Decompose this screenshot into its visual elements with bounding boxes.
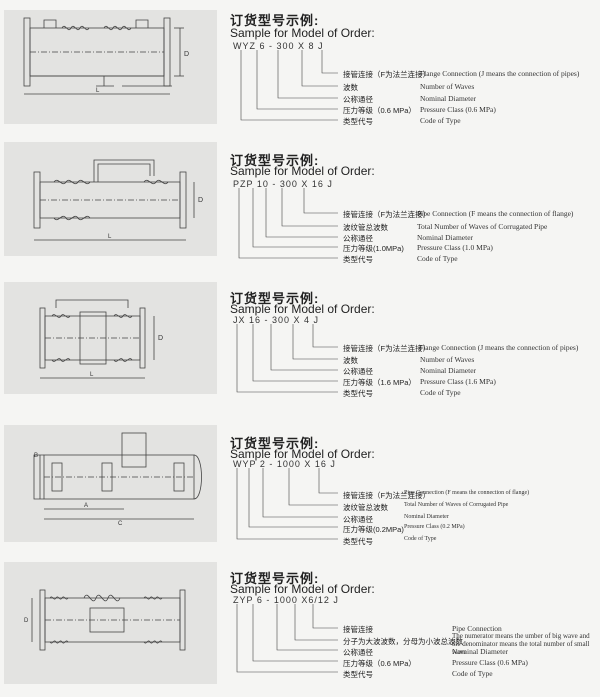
row-cn: 波数: [343, 83, 358, 92]
label-l: L: [96, 88, 100, 94]
drawing-zyp: D: [4, 562, 217, 684]
drawing-jx: D L: [4, 282, 217, 394]
row-cn: 压力等级（1.6 MPa）: [343, 378, 416, 387]
row-en: Pipe Connection (F means the connection …: [417, 209, 574, 218]
leader-lines: [236, 324, 338, 393]
row-cn: 公称通径: [343, 515, 373, 524]
row-en: Pressure Class (1.0 MPa): [417, 243, 493, 252]
label-l: L: [108, 234, 112, 240]
model-code: PZP 10 - 300 X 16 J: [233, 179, 333, 189]
label-d: D: [198, 197, 203, 204]
row-cn: 公称通径: [343, 367, 373, 376]
row-cn: 压力等级(1.0MPa): [343, 244, 404, 253]
row-cn: 接管连接（F为法兰连接）: [343, 70, 431, 79]
row-en: Nominal Diameter: [452, 647, 509, 656]
title-en: Sample for Model of Order:: [230, 447, 375, 461]
row-en: Pipe Connection: [452, 624, 502, 633]
row-en: Pressure Class (0.6 MPa): [420, 105, 496, 114]
row-cn: 压力等级(0.2MPa): [343, 525, 404, 534]
row-en: Flange Connection (J means the connectio…: [419, 343, 579, 352]
row-cn: 接管连接: [343, 625, 373, 634]
leader-lines: [238, 188, 338, 259]
row-en: Code of Type: [420, 388, 461, 397]
drawing-pzp: D L: [4, 142, 217, 256]
order-panel-4: B A C 订货型号示例: Sample for Model of Order:…: [0, 425, 600, 550]
label-d: D: [24, 618, 29, 624]
title-en: Sample for Model of Order:: [230, 582, 375, 596]
row-en: Pressure Class (0.2 MPa): [404, 524, 465, 530]
row-cn: 波纹管总波数: [343, 503, 388, 512]
order-panel-1: D L 订货型号示例: Sample for Model of Order: W…: [0, 0, 600, 135]
row-en: Code of Type: [452, 669, 493, 678]
row-cn: 接管连接（F为法兰连接）: [343, 210, 431, 219]
row-en: Pressure Class (1.6 MPa): [420, 377, 496, 386]
label-c: C: [118, 521, 123, 527]
title-en: Sample for Model of Order:: [230, 26, 375, 40]
order-panel-3: D L 订货型号示例: Sample for Model of Order: J…: [0, 282, 600, 412]
wyz-schematic: D L: [23, 17, 189, 95]
row-en: Total Number of Waves of Corrugated Pipe: [417, 222, 548, 231]
jx-schematic: D L: [39, 299, 163, 379]
label-d: D: [158, 335, 163, 342]
model-code: WYP 2 - 1000 X 16 J: [233, 459, 336, 469]
row-en: Nominal Diameter: [404, 514, 449, 520]
row-en: Flange Connection (J means the connectio…: [420, 69, 580, 78]
row-en: Nominal Diameter: [417, 233, 474, 242]
title-cn: 订货型号示例:: [230, 13, 320, 28]
row-cn: 波纹管总波数: [343, 223, 388, 232]
row-en: Number of Waves: [420, 82, 475, 91]
row-en: Nominal Diameter: [420, 94, 477, 103]
wyp-schematic: B A C: [33, 432, 202, 527]
row-en: Total Number of Waves of Corrugated Pipe: [404, 502, 509, 508]
label-a: A: [84, 503, 88, 509]
model-code: ZYP 6 - 1000 X6/12 J: [233, 595, 339, 605]
title-cn: 订货型号示例:: [230, 436, 320, 451]
row-cn: 类型代号: [343, 389, 373, 398]
row-cn: 分子为大波波数，分母为小波总波数: [343, 637, 463, 646]
drawing-wyp: B A C: [4, 425, 217, 542]
row-cn: 接管连接（F为法兰连接）: [343, 491, 431, 500]
row-cn: 类型代号: [343, 537, 373, 546]
row-en: The numerator means the umber of big wav…: [452, 632, 590, 656]
row-en: Number of Waves: [420, 355, 475, 364]
row-en: Code of Type: [420, 116, 461, 125]
zyp-schematic: D: [24, 589, 186, 651]
leader-lines: [236, 468, 338, 540]
row-cn: 接管连接（F为法兰连接）: [343, 344, 431, 353]
title-en: Sample for Model of Order:: [230, 164, 375, 178]
row-cn: 类型代号: [343, 670, 373, 679]
row-cn: 压力等级（0.6 MPa）: [343, 659, 416, 668]
drawing-wyz: D L: [4, 10, 217, 124]
order-panel-2: D L 订货型号示例: Sample for Model of Order: P…: [0, 142, 600, 267]
leader-lines: [240, 50, 338, 121]
title-cn: 订货型号示例:: [230, 291, 320, 306]
row-en: Pipe Connection (F means the connection …: [404, 490, 530, 496]
label-b: B: [34, 453, 38, 459]
row-cn: 类型代号: [343, 117, 373, 126]
row-cn: 波数: [343, 356, 358, 365]
row-en: Code of Type: [417, 254, 458, 263]
title-cn: 订货型号示例:: [230, 153, 320, 168]
title-cn: 订货型号示例:: [230, 571, 320, 586]
label-l: L: [90, 372, 94, 378]
leader-lines: [236, 604, 338, 673]
row-en: Code of Type: [404, 536, 437, 542]
row-cn: 公称通径: [343, 234, 373, 243]
order-panel-5: D 订货型号示例: Sample for Model of Order: ZYP…: [0, 562, 600, 697]
model-code: JX 16 - 300 X 4 J: [233, 315, 320, 325]
row-en: Pressure Class (0.6 MPa): [452, 658, 528, 667]
pzp-schematic: D L: [33, 159, 203, 241]
model-code: WYZ 6 - 300 X 8 J: [233, 41, 324, 51]
label-d: D: [184, 51, 189, 58]
row-cn: 压力等级（0.6 MPa）: [343, 106, 416, 115]
row-cn: 类型代号: [343, 255, 373, 264]
row-cn: 公称通径: [343, 95, 373, 104]
title-en: Sample for Model of Order:: [230, 302, 375, 316]
row-cn: 公称通径: [343, 648, 373, 657]
row-en: Nominal Diameter: [420, 366, 477, 375]
